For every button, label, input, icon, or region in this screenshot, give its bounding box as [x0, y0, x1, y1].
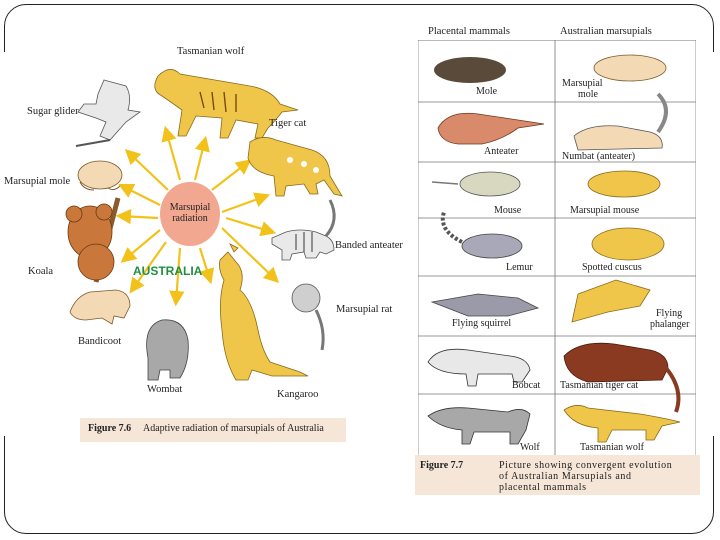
sugar-glider-illustration [76, 80, 140, 146]
label-tiger-cat: Tiger cat [269, 118, 306, 129]
arrow-to-koala-2 [124, 230, 160, 260]
tiger-cat-illustration [248, 137, 342, 196]
cell-placental-3: Mouse [494, 205, 521, 216]
cell-marsupial-5-line2: phalanger [650, 319, 689, 330]
header-placental: Placental mammals [428, 26, 510, 37]
figure-7-7-caption: Figure 7.7 Picture showing convergent ev… [415, 455, 700, 495]
cell-placental-5: Flying squirrel [452, 318, 511, 329]
center-label-line2: radiation [168, 213, 212, 224]
cell-marsupial-7: Tasmanian wolf [580, 442, 644, 453]
region-label: AUSTRALIA [133, 264, 202, 278]
figure-7-6-caption: Figure 7.6 Adaptive radiation of marsupi… [80, 418, 346, 442]
label-tasmanian-wolf: Tasmanian wolf [177, 46, 244, 57]
marsupial-mouse-illustration [588, 171, 660, 197]
center-label-line1: Marsupial [168, 202, 212, 213]
label-banded-anteater: Banded anteater [335, 240, 403, 251]
label-koala: Koala [28, 266, 53, 277]
figure-7-7-text-line1: Picture showing convergent evolution [499, 460, 672, 471]
arrow-to-marsupial-mole [122, 186, 160, 205]
wombat-illustration [147, 320, 189, 380]
banded-anteater-illustration [272, 200, 334, 260]
marsupial-rat-illustration [292, 284, 323, 350]
cell-marsupial-3: Marsupial mouse [570, 205, 639, 216]
figure-7-7-text-line3: placental mammals [499, 482, 672, 493]
cell-placental-4: Lemur [506, 262, 533, 273]
label-bandicoot: Bandicoot [78, 336, 121, 347]
bandicoot-illustration [70, 290, 130, 324]
cell-marsupial-5: Flying phalanger [650, 308, 689, 330]
figure-7-7-number: Figure 7.7 [420, 460, 463, 471]
header-marsupial: Australian marsupials [560, 26, 652, 37]
cell-marsupial-1-line2: mole [562, 89, 603, 100]
center-label: Marsupial radiation [168, 202, 212, 224]
convergence-table: Placental mammals Australian marsupials … [418, 40, 696, 456]
arrow-to-tiger-cat-2 [222, 196, 266, 212]
convergence-table-art [418, 40, 696, 456]
figure-7-6-text: Adaptive radiation of marsupials of Aust… [143, 423, 324, 434]
arrow-to-tasmanian-wolf [166, 130, 180, 180]
cell-placental-1: Mole [476, 86, 497, 97]
cell-marsupial-4: Spotted cuscus [582, 262, 642, 273]
marsupial-mole-cell-illustration [594, 55, 666, 81]
cell-marsupial-6: Tasmanian tiger cat [560, 380, 638, 391]
mouse-illustration [460, 172, 520, 196]
label-wombat: Wombat [147, 384, 182, 395]
koala-illustration [66, 198, 118, 282]
cell-marsupial-5-line1: Flying [650, 308, 689, 319]
mole-illustration [434, 57, 506, 83]
label-kangaroo: Kangaroo [277, 389, 318, 400]
kangaroo-illustration [220, 244, 309, 380]
figure-7-7-text: Picture showing convergent evolution of … [499, 460, 672, 493]
cell-marsupial-2: Numbat (anteater) [562, 151, 635, 162]
figure-7-6-number: Figure 7.6 [88, 423, 131, 434]
cell-placental-7: Wolf [520, 442, 540, 453]
cell-placental-2: Anteater [484, 146, 518, 157]
arrow-to-koala [120, 216, 158, 218]
arrow-to-banded-anteater [226, 218, 272, 232]
arrow-to-sugar-glider [128, 152, 168, 190]
label-marsupial-mole: Marsupial mole [4, 176, 70, 187]
label-sugar-glider: Sugar glider [27, 106, 79, 117]
arrow-to-tasmanian-wolf-2 [195, 140, 205, 180]
marsupial-mole-illustration [78, 161, 122, 190]
cell-marsupial-1: Marsupial mole [562, 78, 603, 100]
cell-marsupial-1-line1: Marsupial [562, 78, 603, 89]
cell-placental-6: Bobcat [512, 380, 540, 391]
arrow-to-tiger-cat [212, 162, 248, 190]
lemur-illustration [462, 234, 522, 258]
figure-7-7-text-line2: of Australian Marsupials and [499, 471, 672, 482]
label-marsupial-rat: Marsupial rat [336, 304, 392, 315]
spotted-cuscus-illustration [592, 228, 664, 260]
